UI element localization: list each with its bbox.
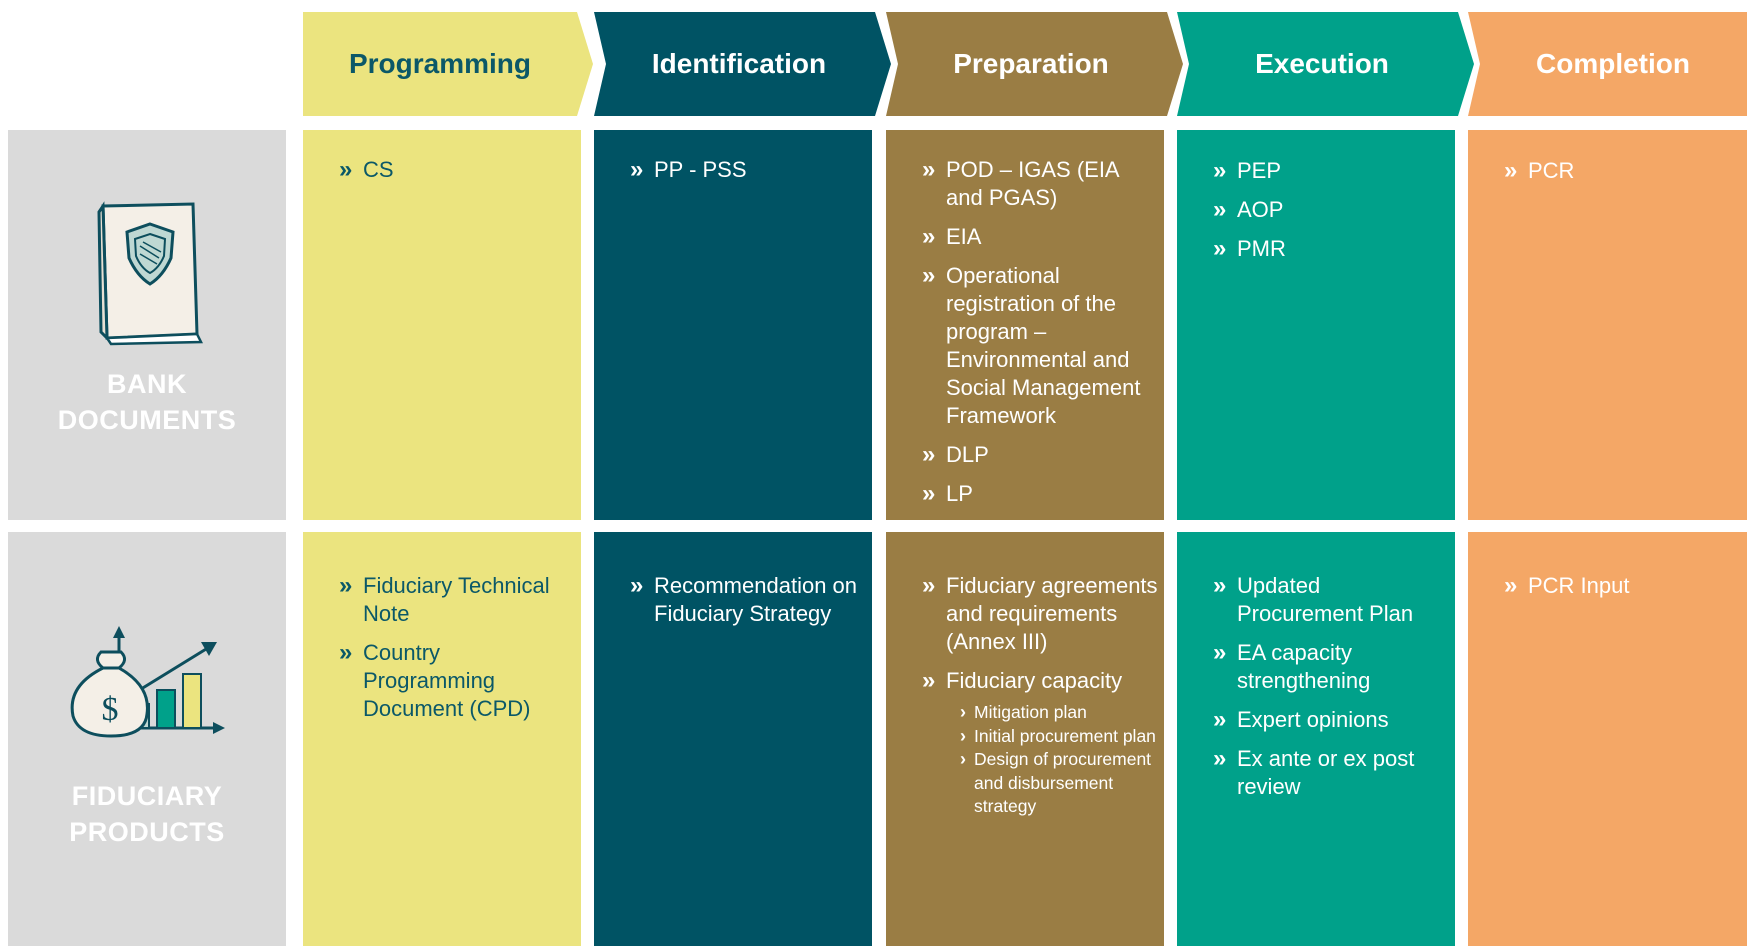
chevron-icon: » [1213, 639, 1227, 666]
cell-bank-programming: »CS [303, 130, 581, 520]
cell-fiduciary-execution: »Updated Procurement Plan »EA capacity s… [1177, 532, 1455, 946]
stage-identification: Identification [594, 12, 892, 116]
list-item: »PEP [1213, 157, 1282, 184]
stage-arrow-shape [886, 12, 1183, 116]
cell-fiduciary-programming: »Fiduciary Technical Note »Country Progr… [303, 532, 581, 946]
chevron-icon: » [1213, 572, 1227, 599]
chevron-icon: » [1213, 745, 1227, 772]
cell-fiduciary-preparation: »Fiduciary agreements and requirements (… [886, 532, 1164, 946]
sub-list-item: ›Initial procurement plan [960, 725, 1160, 749]
cell-fiduciary-completion: »PCR Input [1468, 532, 1747, 946]
cell-bank-identification: »PP - PSS [594, 130, 872, 520]
cell-bank-execution: »PEP »AOP »PMR [1177, 130, 1455, 520]
cell-fiduciary-identification: »Recommendation on Fiduciary Strategy [594, 532, 872, 946]
chevron-icon: » [339, 156, 353, 183]
row-title: BANK DOCUMENTS [57, 369, 237, 435]
list-item: »Fiduciary capacity [922, 667, 1123, 694]
chevron-small-icon: › [960, 725, 966, 746]
row-header-bank-documents: BANK DOCUMENTS [8, 130, 286, 520]
list-item: »Expert opinions [1213, 706, 1389, 733]
chevron-icon: » [1213, 157, 1227, 184]
stage-completion: Completion [1468, 12, 1747, 116]
stage-execution: Execution [1177, 12, 1475, 116]
list-item: »Country Programming Document (CPD) [339, 639, 531, 721]
list-item: »DLP [922, 441, 989, 468]
list-item: »Updated Procurement Plan [1213, 572, 1414, 626]
list-item: »PP - PSS [630, 156, 747, 183]
chevron-icon: » [1213, 706, 1227, 733]
list-item: »EIA [922, 223, 982, 250]
chevron-icon: » [1504, 157, 1518, 184]
chevron-icon: » [1504, 572, 1518, 599]
chevron-icon: » [922, 480, 936, 507]
chevron-icon: » [922, 223, 936, 250]
stage-arrow-shape [594, 12, 891, 116]
chevron-icon: » [1213, 235, 1227, 262]
list-item: »Recommendation on Fiduciary Strategy [630, 572, 858, 626]
stage-preparation: Preparation [886, 12, 1184, 116]
sub-list-item: ›Mitigation plan [960, 701, 1160, 725]
chevron-small-icon: › [960, 702, 966, 722]
list-item: »LP [922, 480, 973, 507]
stage-arrow-shape [1177, 12, 1474, 116]
chevron-icon: » [630, 156, 644, 183]
cell-bank-preparation: »POD – IGAS (EIA and PGAS) »EIA »Operati… [886, 130, 1164, 520]
list-item: »Fiduciary Technical Note [339, 572, 550, 626]
chevron-small-icon: › [960, 749, 966, 769]
stage-label: Preparation [953, 48, 1109, 79]
stage-programming: Programming [303, 12, 594, 116]
stage-arrow-shape [1468, 12, 1747, 116]
stage-arrow-shape [303, 12, 593, 116]
chevron-icon: » [630, 572, 644, 599]
chevron-icon: » [339, 572, 353, 599]
sub-list: ›Mitigation plan ›Initial procurement pl… [922, 701, 1160, 819]
list-item: »PCR Input [1504, 572, 1630, 599]
stage-label: Completion [1536, 48, 1690, 79]
list-item: »Fiduciary agreements and requirements (… [922, 572, 1158, 654]
chevron-icon: » [922, 441, 936, 468]
list-item: »POD – IGAS (EIA and PGAS) [922, 156, 1119, 210]
row-header-fiduciary-products: $ FIDUCIARY PRODUCTS [8, 532, 286, 946]
row-title: FIDUCIARY PRODUCTS [69, 781, 225, 847]
chevron-icon: » [922, 262, 936, 289]
svg-text:$: $ [102, 691, 119, 728]
list-item: »AOP [1213, 196, 1284, 223]
list-item: »PCR [1504, 157, 1575, 184]
chevron-icon: » [922, 156, 936, 183]
cell-bank-completion: »PCR [1468, 130, 1747, 520]
stage-label: Execution [1255, 48, 1389, 79]
list-item: »CS [339, 156, 394, 183]
list-item: »EA capacity strengthening [1213, 639, 1371, 693]
chevron-icon: » [1213, 196, 1227, 223]
list-item: »PMR [1213, 235, 1286, 262]
list-item: »Ex ante or ex post review [1213, 745, 1415, 799]
document-shield-icon [97, 201, 204, 346]
stage-label: Programming [348, 48, 532, 79]
stage-label: Identification [651, 48, 827, 79]
chevron-icon: » [922, 667, 936, 694]
money-bag-chart-icon: $ [70, 626, 225, 738]
chevron-icon: » [922, 572, 936, 599]
list-item: »Operational registration of the program… [922, 262, 1141, 428]
chevron-icon: » [339, 639, 353, 666]
sub-list-item: ›Design of procurement and disbursement … [960, 749, 1152, 816]
